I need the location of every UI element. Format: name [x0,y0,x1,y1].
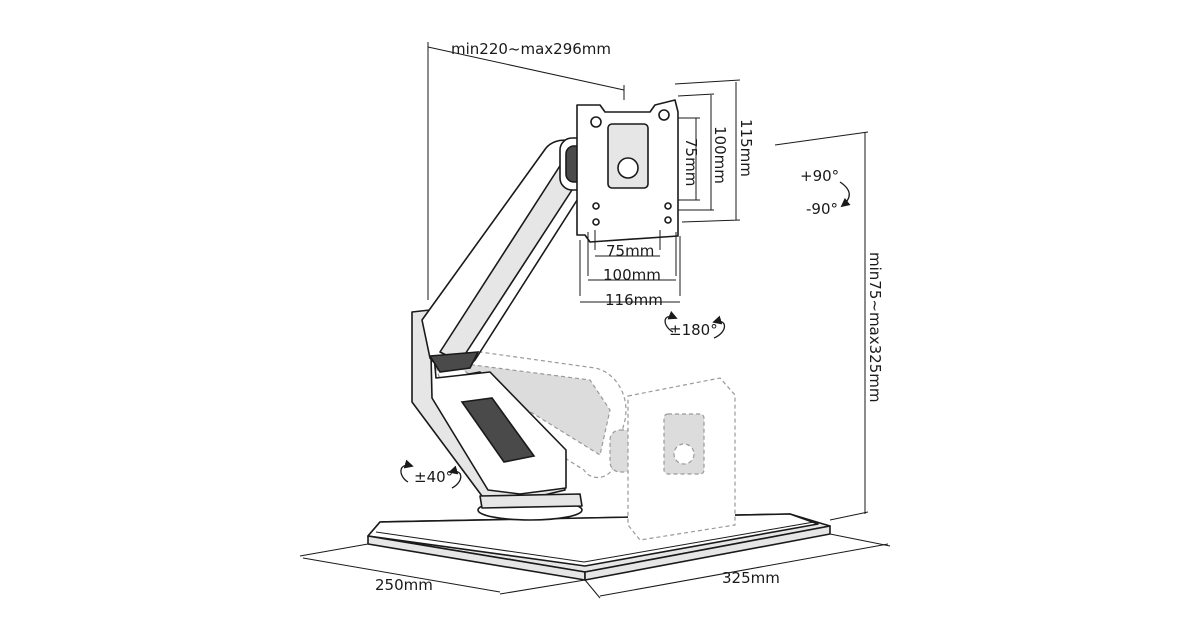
tilt-down-label: -90° [806,200,838,218]
vesa-v75-label: 75mm [682,138,700,186]
vesa-plate [576,99,679,243]
base-swivel-label: ±40° [414,468,453,486]
vesa-v100-label: 100mm [711,126,729,184]
tilt-up-label: +90° [800,167,839,185]
vesa-h100-label: 100mm [603,266,661,284]
gas-spring-arm [421,137,596,373]
base-depth-label: 250mm [375,576,433,594]
height-range-label: min75~max325mm [866,252,884,402]
rotation-arrows [400,181,851,489]
vesa-h75-label: 75mm [606,242,654,260]
stand-column [411,309,583,521]
dimension-lines [299,42,891,599]
plate-v-label: 115mm [737,119,755,177]
ghost-arm-position [429,344,736,541]
base-width-label: 325mm [722,569,780,587]
arm-reach-label: min220~max296mm [451,40,611,58]
plate-h-label: 116mm [605,291,663,309]
swivel-label: ±180° [669,321,718,339]
